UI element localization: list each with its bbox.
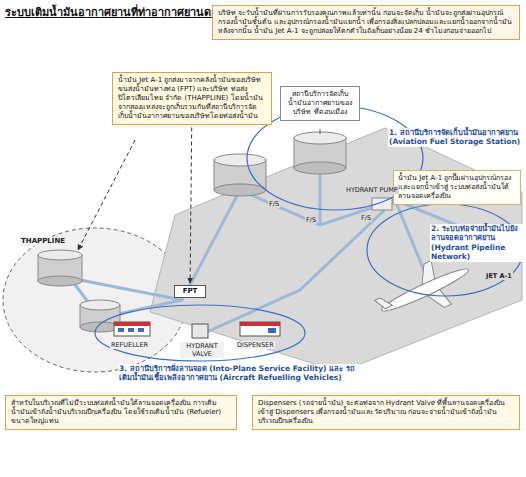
refueller-truck (114, 322, 150, 336)
note-box: บริษัท จะรับน้ำมันที่ผ่านการรับรองคุณภาพ… (212, 5, 520, 40)
part-label: F/S (268, 200, 280, 208)
part-label: REFUELLER (110, 341, 149, 349)
box-text: Dispensers (รถจ่ายน้ำมัน) จะต่อท่อจาก Hy… (258, 399, 514, 426)
dashed-arrow (190, 127, 192, 283)
station-box: สถานีบริการจัดเก็บน้ำมันอากาศยานของบริษั… (280, 86, 360, 121)
part-label: HYDRANT VALVE (180, 342, 224, 358)
box-text: สถานีบริการจัดเก็บน้ำมันอากาศยานของบริษั… (285, 90, 355, 117)
tank-thappline (38, 250, 82, 286)
box-text: น้ำมัน Jet A-1 ถูกปั๊มผ่านอุปกรณ์กรองและ… (398, 174, 516, 201)
box-text: น้ำมัน Jet A-1 ถูกส่งมาจากคลังน้ำมันของบ… (118, 76, 266, 121)
box-text: FPT (177, 287, 203, 296)
dispenser-truck (240, 322, 280, 336)
part-label: THAPPLINE (20, 237, 66, 246)
zone-label: 3. สถานีบริการฝั่งลานจอด (Into-Plane Ser… (118, 364, 360, 383)
part-label: DISPENSER (236, 341, 275, 349)
hydrant-valve (192, 324, 208, 338)
zone-circles (95, 106, 523, 361)
source-box: FPT (174, 285, 206, 298)
note-box: Dispensers (รถจ่ายน้ำมัน) จะต่อท่อจาก Hy… (252, 395, 520, 430)
zone-label: 2. ระบบท่อจ่ายน้ำมันไปยังลานจอดอากาศยาน … (430, 224, 524, 262)
leader-arrow (78, 140, 135, 250)
note-box: น้ำมัน Jet A-1 ถูกส่งมาจากคลังน้ำมันของบ… (112, 72, 272, 125)
storage-tank (294, 132, 346, 174)
note-box: น้ำมัน Jet A-1 ถูกปั๊มผ่านอุปกรณ์กรองและ… (393, 170, 521, 205)
leader-line (320, 129, 321, 134)
zone-label: 1. สถานีบริการจัดเก็บน้ำมันอากาศยาน (Avi… (388, 128, 522, 147)
note-box: สำหรับในบริเวณที่ไม่มีระบบท่อส่งน้ำมันใต… (5, 395, 237, 430)
box-text: สำหรับในบริเวณที่ไม่มีระบบท่อส่งน้ำมันใต… (11, 399, 231, 426)
storage-tank (214, 154, 266, 196)
box-text: บริษัท จะรับน้ำมันที่ผ่านการรับรองคุณภาพ… (218, 9, 514, 36)
part-label: F/S (360, 214, 372, 222)
part-label: JET A-1 (485, 272, 513, 280)
part-label: HYDRANT PUMP (345, 186, 399, 194)
part-label: F/S (305, 216, 317, 224)
